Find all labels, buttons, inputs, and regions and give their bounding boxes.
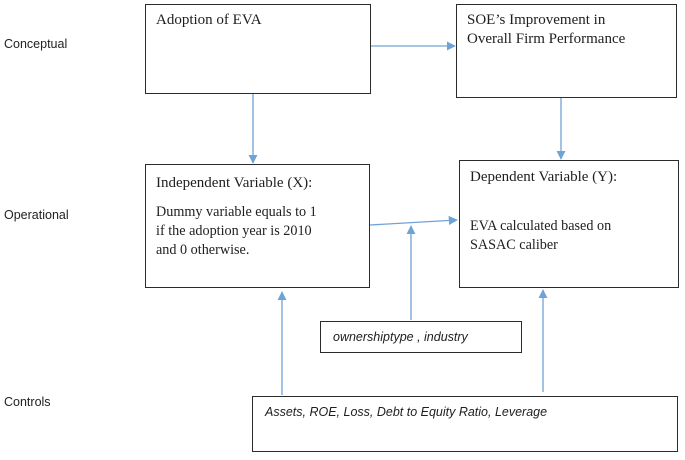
box-dependent-title: Dependent Variable (Y): (470, 169, 618, 185)
box-dependent-variable: Dependent Variable (Y): EVA calculated b… (459, 160, 679, 288)
ownership-controls-text: ownershiptype , industry (333, 330, 468, 344)
row-label-controls: Controls (4, 395, 51, 409)
box-financial-controls: Assets, ROE, Loss, Debt to Equity Ratio,… (252, 396, 678, 452)
row-label-operational: Operational (4, 208, 69, 222)
box-adoption-title: Adoption of EVA (156, 12, 262, 28)
box-independent-title: Independent Variable (X): (156, 175, 313, 191)
box-improvement-title: SOE’s Improvement in Overall Firm Perfor… (467, 12, 626, 47)
row-label-conceptual: Conceptual (4, 37, 68, 51)
box-ownership-controls: ownershiptype , industry (320, 321, 522, 353)
box-soe-improvement: SOE’s Improvement in Overall Firm Perfor… (456, 4, 677, 98)
box-independent-variable: Independent Variable (X): Dummy variable… (145, 164, 370, 288)
box-dependent-body: EVA calculated based on SASAC caliber (470, 218, 612, 253)
box-independent-body: Dummy variable equals to 1 if the adopti… (156, 204, 317, 258)
arrow-independent-to-dependent (369, 215, 458, 226)
box-adoption-of-eva: Adoption of EVA (145, 4, 371, 94)
financial-controls-text: Assets, ROE, Loss, Debt to Equity Ratio,… (265, 405, 548, 419)
